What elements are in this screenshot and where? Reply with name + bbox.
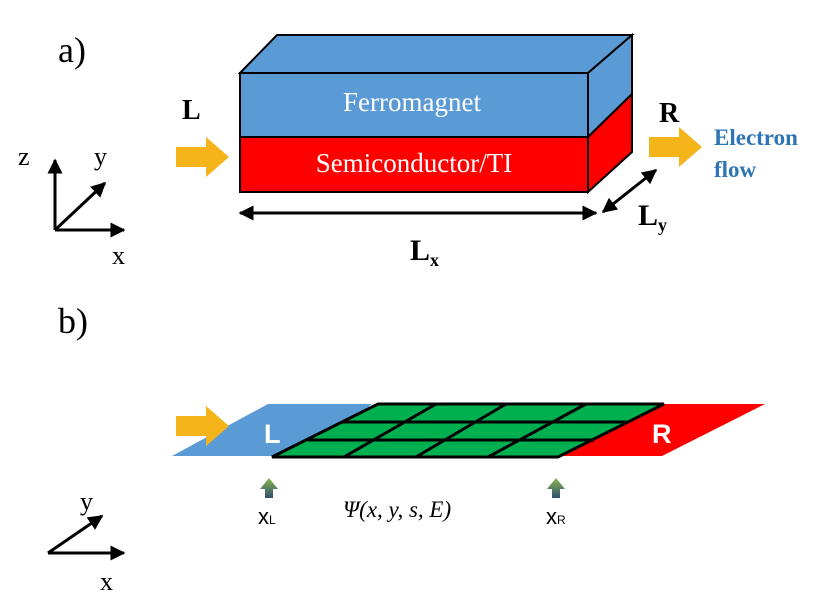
ly-subscript: y [658, 215, 667, 235]
ly-dimension-arrow [601, 168, 658, 214]
axis-a-x-label: x [112, 241, 125, 270]
marker-xl-sub: L [269, 513, 276, 527]
lead-b-right-label: R [652, 419, 672, 449]
orange-right-arrow-icon [176, 137, 229, 177]
right-lead-label: R [659, 98, 680, 129]
panel-b-label: b) [58, 301, 88, 341]
marker-xr-sub: R [557, 513, 566, 527]
lead-b-left-label: L [264, 419, 281, 449]
orange-right-arrow-icon [176, 406, 229, 446]
marker-xl: xL [258, 504, 276, 529]
ly-main: L [638, 199, 658, 232]
axis-a-z-label: z [18, 142, 30, 171]
marker-xr-main: x [546, 504, 557, 529]
electron-flow-line2: flow [714, 157, 757, 182]
green-up-arrow-icon [260, 478, 278, 498]
axis-b-y-label: y [80, 487, 93, 516]
marker-xl-main: x [258, 504, 269, 529]
wavefunction-label: Ψ(x, y, s, E) [343, 497, 451, 522]
ferromagnet-label: Ferromagnet [343, 87, 481, 117]
orange-right-arrow-icon [649, 127, 702, 167]
axis-b-x-label: x [100, 567, 113, 596]
axis-a-y [53, 181, 107, 232]
marker-xr: xR [546, 504, 566, 529]
ferromagnet-top-face [237, 34, 635, 74]
semiconductor-front-face [239, 136, 589, 193]
panel-a-label: a) [58, 30, 86, 70]
semiconductor-side-face [587, 91, 633, 195]
green-up-arrow-icon [547, 478, 565, 498]
lx-label: Lx [410, 234, 439, 270]
ly-label: Ly [638, 199, 667, 235]
grid-line [487, 402, 587, 459]
electron-flow-line1: Electron [714, 125, 798, 150]
grid-line [343, 402, 437, 459]
right-lead-region [558, 404, 765, 456]
lx-main: L [410, 234, 430, 267]
axis-a-y-label: y [94, 142, 107, 171]
axis-b-y [47, 514, 104, 555]
left-lead-label: L [182, 95, 201, 126]
semiconductor-label: Semiconductor/TI [316, 148, 512, 178]
lx-subscript: x [430, 250, 439, 270]
ferromagnet-front-face [239, 72, 589, 138]
grid-line [415, 402, 507, 459]
